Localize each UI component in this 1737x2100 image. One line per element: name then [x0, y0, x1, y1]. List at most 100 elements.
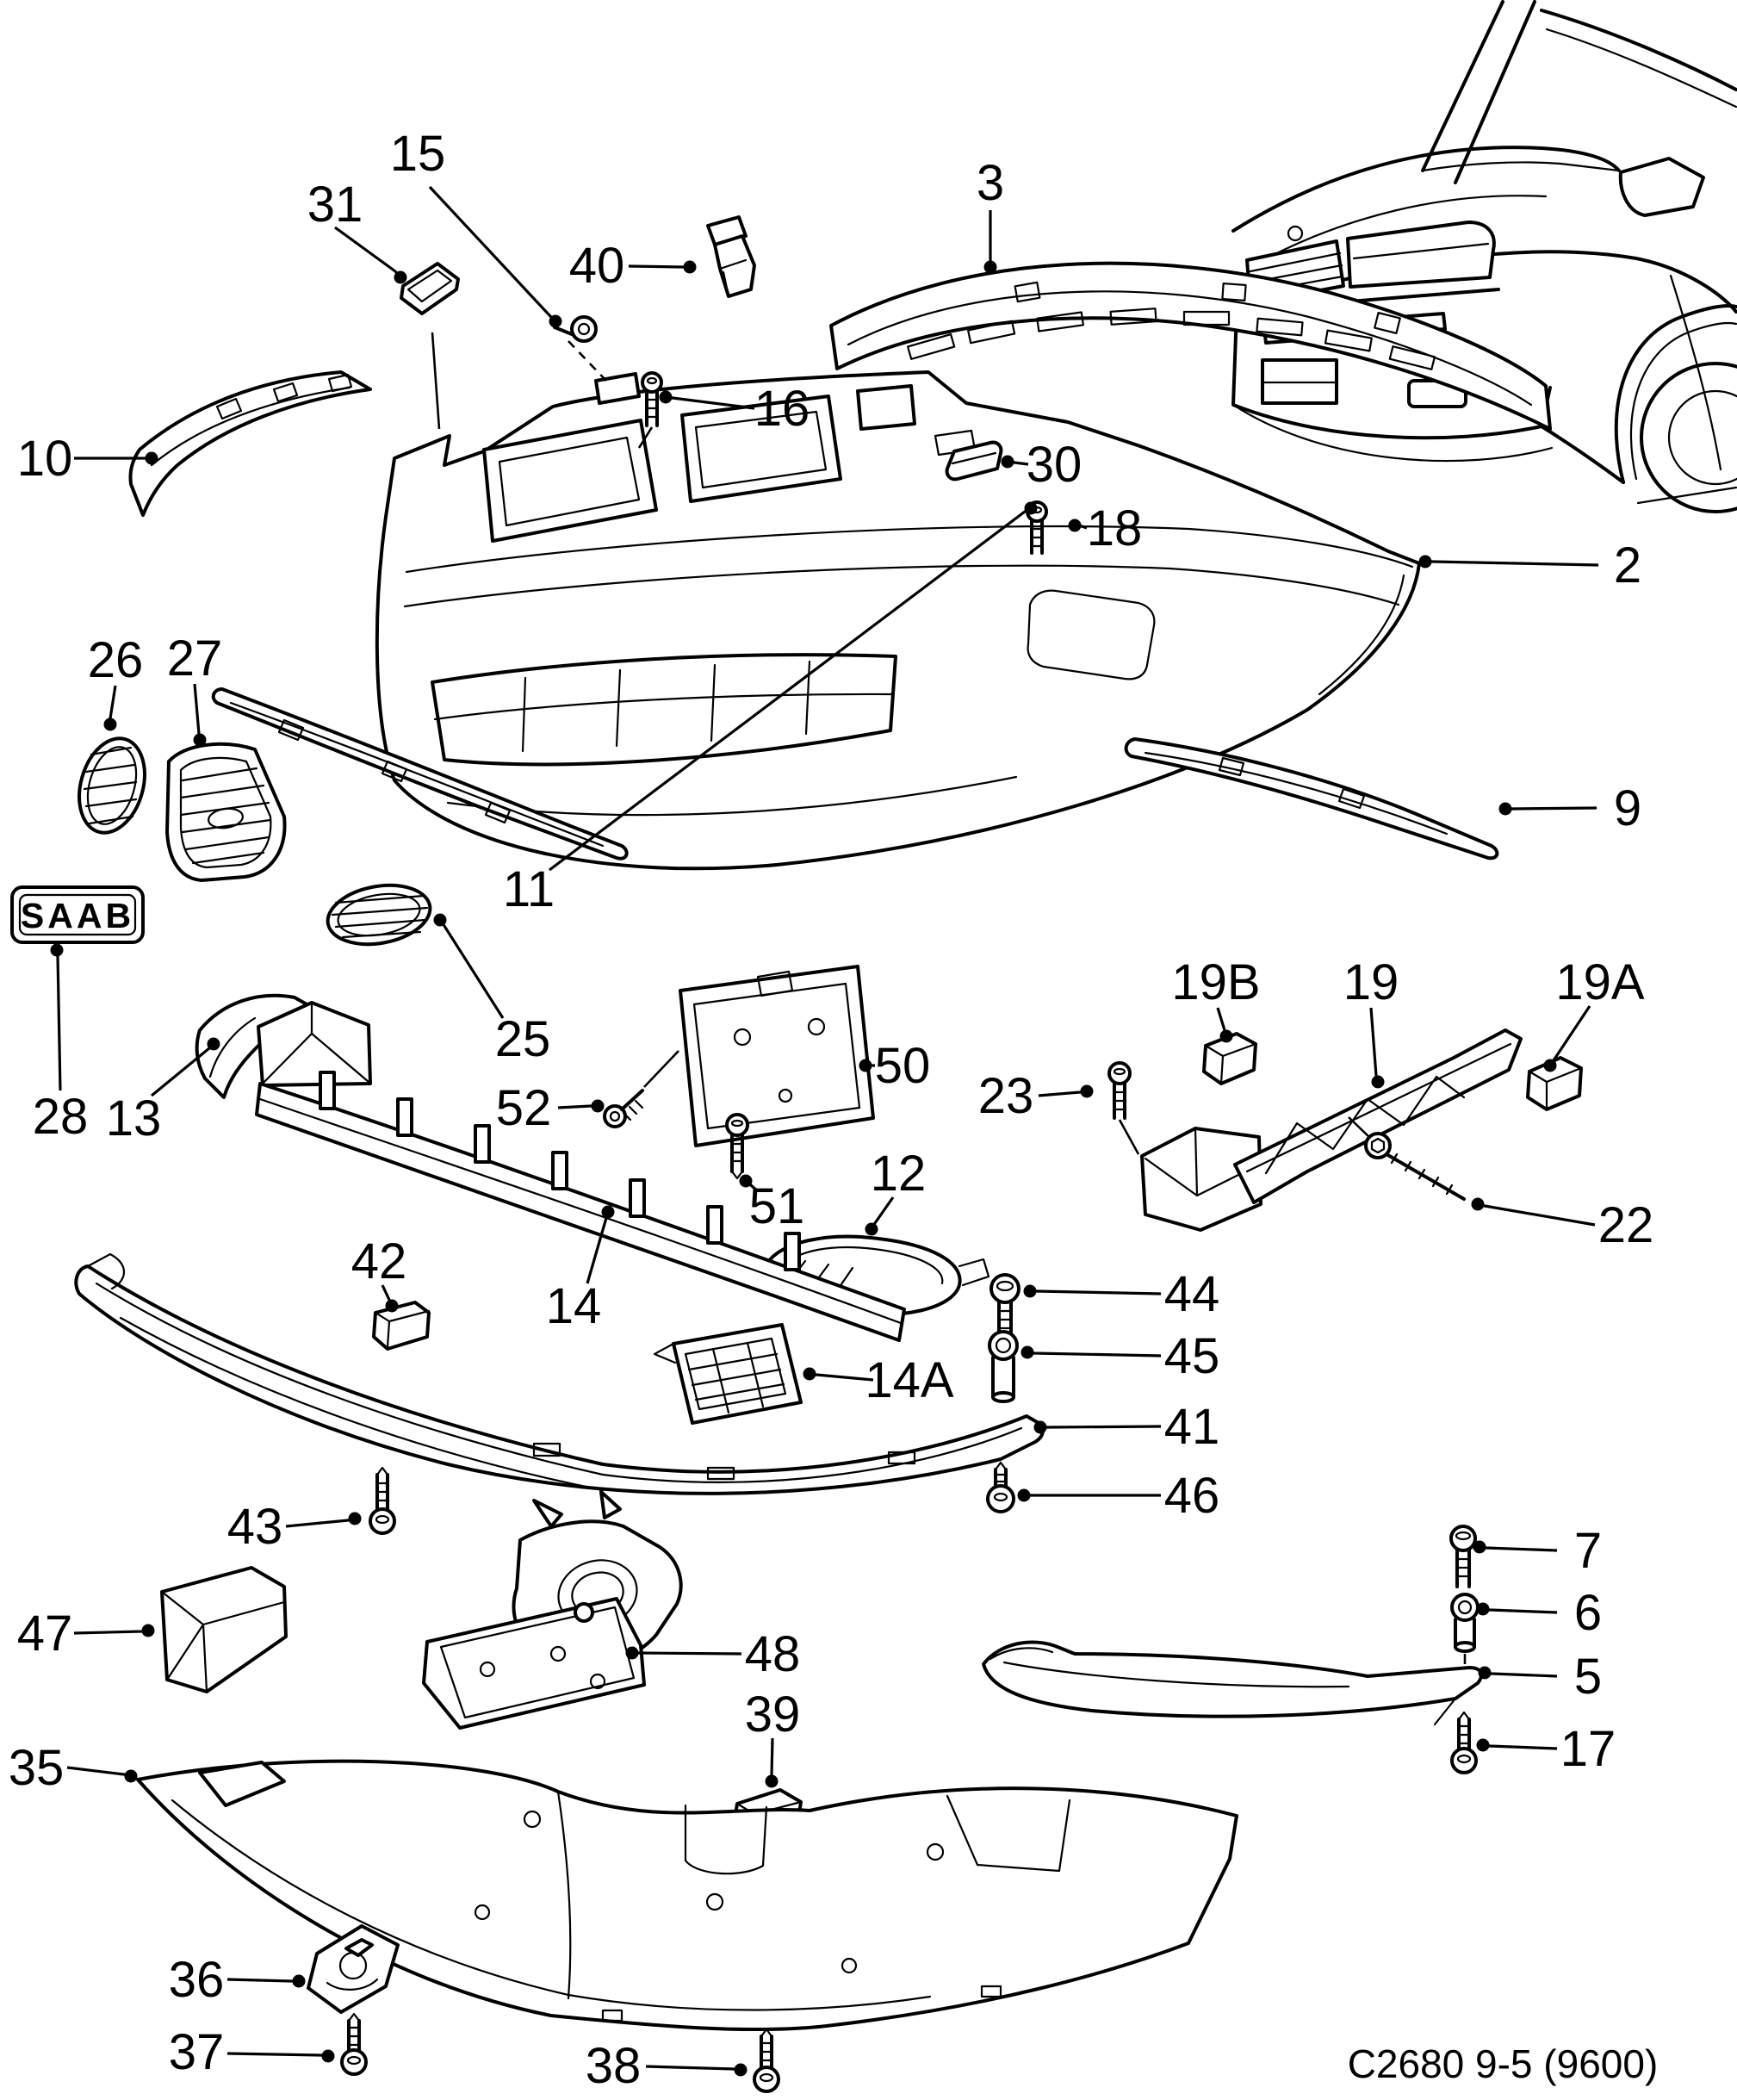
- leader-dot-37: [321, 2049, 335, 2063]
- part-number-9: 9: [1614, 780, 1641, 836]
- bolt-15: [553, 315, 607, 382]
- part-number-22: 22: [1598, 1197, 1654, 1253]
- leader-line-25: [438, 919, 505, 1019]
- leader-dot-38: [734, 2063, 748, 2077]
- callout-19: 19: [1343, 954, 1399, 1089]
- leader-line-19: [1369, 1007, 1380, 1083]
- callout-46: 46: [1017, 1468, 1220, 1524]
- callout-19B: 19B: [1171, 954, 1261, 1043]
- leader-dot-28: [50, 943, 64, 957]
- callout-9: 9: [1498, 780, 1641, 836]
- leader-line-37: [226, 2052, 329, 2058]
- screw-38: [753, 2028, 780, 2093]
- grille-center-27: [165, 742, 287, 882]
- part-number-19: 19: [1343, 954, 1399, 1010]
- callout-19A: 19A: [1543, 954, 1645, 1072]
- bumper-beam: [829, 261, 1552, 431]
- leader-dot-14: [601, 1205, 615, 1219]
- part-number-16: 16: [754, 381, 810, 437]
- drawing-code: C2680 9-5 (9600): [1348, 2041, 1659, 2086]
- callout-10: 10: [17, 431, 158, 487]
- clip-19b: [1202, 1032, 1257, 1085]
- callout-40: 40: [569, 238, 697, 294]
- leader-dot-16: [659, 390, 673, 404]
- grille-small-right-25: [326, 883, 432, 947]
- callout-22: 22: [1471, 1197, 1654, 1253]
- leader-dot-39: [765, 1774, 779, 1788]
- screw-23: [1107, 1061, 1140, 1155]
- leader-dot-47: [141, 1624, 155, 1637]
- splash-shield: [136, 1759, 1238, 2032]
- leader-dot-15: [549, 314, 562, 328]
- side-bracket-rail: [1140, 1028, 1523, 1232]
- part-number-11: 11: [503, 861, 555, 917]
- bumper-cover: [375, 370, 1421, 871]
- side-moulding-left: [128, 370, 372, 517]
- impact-absorber: [255, 1001, 906, 1342]
- part-number-19B: 19B: [1171, 954, 1260, 1010]
- leader-line-40: [628, 264, 690, 269]
- leader-line-19A: [1548, 1005, 1591, 1066]
- part-number-46: 46: [1164, 1468, 1220, 1524]
- part-number-13: 13: [106, 1090, 162, 1146]
- clip-30: [945, 440, 1003, 482]
- callout-17: 17: [1476, 1721, 1616, 1777]
- leader-line-44: [1030, 1289, 1162, 1295]
- callout-51: 51: [739, 1174, 804, 1234]
- leader-dot-26: [103, 718, 117, 731]
- part-number-37: 37: [169, 2024, 225, 2080]
- leader-dot-27: [193, 733, 207, 747]
- callout-50: 50: [859, 1038, 930, 1094]
- part-number-5: 5: [1574, 1649, 1602, 1705]
- part-number-27: 27: [167, 631, 223, 687]
- screw-51: [725, 1113, 749, 1180]
- part-number-19A: 19A: [1555, 954, 1645, 1010]
- leader-dot-30: [1001, 455, 1014, 469]
- leader-line-35: [66, 1766, 132, 1778]
- leader-dot-44: [1023, 1284, 1037, 1298]
- leader-dot-13: [207, 1037, 220, 1051]
- leader-line-27: [193, 683, 202, 741]
- leader-dot-11: [1024, 501, 1038, 515]
- leader-dot-48: [625, 1646, 639, 1660]
- leader-line-45: [1027, 1351, 1162, 1358]
- callout-23: 23: [978, 1068, 1094, 1124]
- callout-52: 52: [496, 1080, 605, 1136]
- saab-emblem-text: SAAB: [21, 896, 134, 935]
- part-number-39: 39: [745, 1687, 801, 1743]
- spacer-6: [1450, 1593, 1480, 1664]
- leader-dot-25: [433, 913, 447, 927]
- callout-3: 3: [977, 155, 1004, 274]
- leader-dot-19A: [1543, 1059, 1557, 1072]
- leader-dot-40: [683, 260, 697, 274]
- part-number-31: 31: [307, 177, 363, 233]
- leader-line-14A: [809, 1372, 874, 1382]
- leader-dot-5: [1478, 1666, 1492, 1680]
- part-number-35: 35: [9, 1740, 65, 1796]
- callout-31: 31: [307, 177, 407, 284]
- leader-dot-12: [865, 1222, 878, 1236]
- callout-14A: 14A: [803, 1352, 954, 1408]
- leader-line-43: [285, 1517, 356, 1528]
- part-number-15: 15: [390, 126, 446, 182]
- leader-dot-50: [859, 1059, 872, 1072]
- part-number-23: 23: [978, 1068, 1034, 1124]
- side-moulding-right: [1124, 737, 1499, 861]
- part-number-44: 44: [1164, 1266, 1220, 1322]
- bolt-22: [1348, 1116, 1466, 1201]
- clip-19a: [1526, 1056, 1583, 1111]
- leader-line-9: [1505, 806, 1597, 811]
- callout-42: 42: [351, 1233, 406, 1313]
- leader-line-2: [1425, 560, 1599, 567]
- part-number-48: 48: [745, 1626, 801, 1682]
- screw-43: [369, 1466, 396, 1535]
- part-number-17: 17: [1560, 1721, 1616, 1777]
- callout-35: 35: [9, 1740, 138, 1796]
- leader-dot-10: [145, 451, 158, 465]
- leader-dot-19: [1371, 1075, 1385, 1089]
- callout-41: 41: [1033, 1399, 1219, 1455]
- leader-dot-19B: [1219, 1029, 1233, 1043]
- callout-37: 37: [169, 2024, 335, 2080]
- front-spoiler: [74, 1252, 1045, 1495]
